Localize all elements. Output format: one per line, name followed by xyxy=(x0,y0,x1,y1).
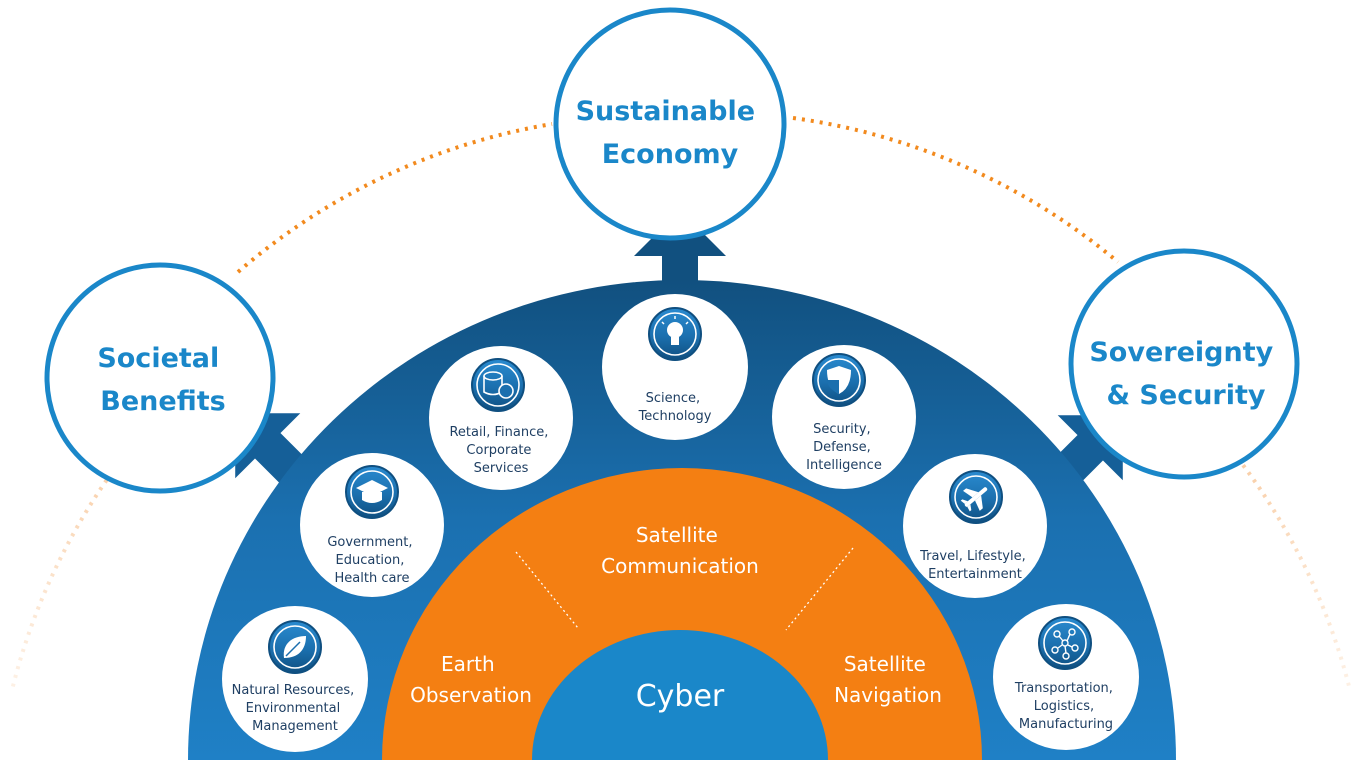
leaf-icon xyxy=(268,620,322,674)
svg-text:Science, Technology: Science, Technology xyxy=(638,391,712,424)
sector-natural[interactable]: Natural Resources, Environmental Managem… xyxy=(222,606,368,752)
svg-text:Sovereignty & Security: Sovereignty & Security xyxy=(1089,337,1282,411)
shield-icon xyxy=(812,353,866,407)
core-circle xyxy=(532,630,828,760)
svg-text:Societal Benefits: Societal Benefits xyxy=(97,343,228,417)
svg-text:Travel, Lifestyle, Enter: Travel, Lifestyle, Entertainment xyxy=(919,549,1030,582)
svg-text:Security, Defense,: Security, Defense, Intelligence xyxy=(806,422,882,473)
segment-right-label: Satellite Navigation xyxy=(834,652,942,707)
lightbulb-icon xyxy=(648,307,702,361)
segment-left-label: Earth Observation xyxy=(410,652,532,707)
sector-government[interactable]: Government, Education, Health care xyxy=(300,453,444,597)
svg-text:Transportation, Logistic: Transportation, Logistics, Manufacturing xyxy=(1014,681,1117,732)
sector-travel[interactable]: Travel, Lifestyle, Entertainment xyxy=(903,454,1047,598)
goal-sovereignty-security[interactable]: Sovereignty & Security xyxy=(1068,248,1300,480)
svg-text:Natural Resources, Envir: Natural Resources, Environmental Managem… xyxy=(232,683,359,734)
svg-text:Retail, Finance, Corpora: Retail, Finance, Corporate Services xyxy=(449,425,552,476)
sector-security[interactable]: Security, Defense, Intelligence xyxy=(772,345,916,489)
middle-ring xyxy=(382,468,982,760)
coins-icon xyxy=(471,358,525,412)
sector-science[interactable]: Science, Technology xyxy=(602,294,748,440)
airplane-icon xyxy=(949,470,1003,524)
sector-transport[interactable]: Transportation, Logistics, Manufacturing xyxy=(993,604,1139,750)
sector-retail[interactable]: Retail, Finance, Corporate Services xyxy=(429,346,573,490)
segment-center-label: Satellite Communication xyxy=(601,523,759,578)
svg-text:Government, Education,: Government, Education, Health care xyxy=(327,535,416,586)
separator-left xyxy=(515,551,579,629)
svg-text:Sustainable Economy: Sustainable Economy xyxy=(576,96,765,170)
goal-sustainable-economy[interactable]: Sustainable Economy xyxy=(553,7,787,241)
core-label: Cyber xyxy=(636,679,725,714)
network-icon xyxy=(1038,616,1092,670)
goal-societal-benefits[interactable]: Societal Benefits xyxy=(44,262,276,494)
graduation-cap-icon xyxy=(345,465,399,519)
